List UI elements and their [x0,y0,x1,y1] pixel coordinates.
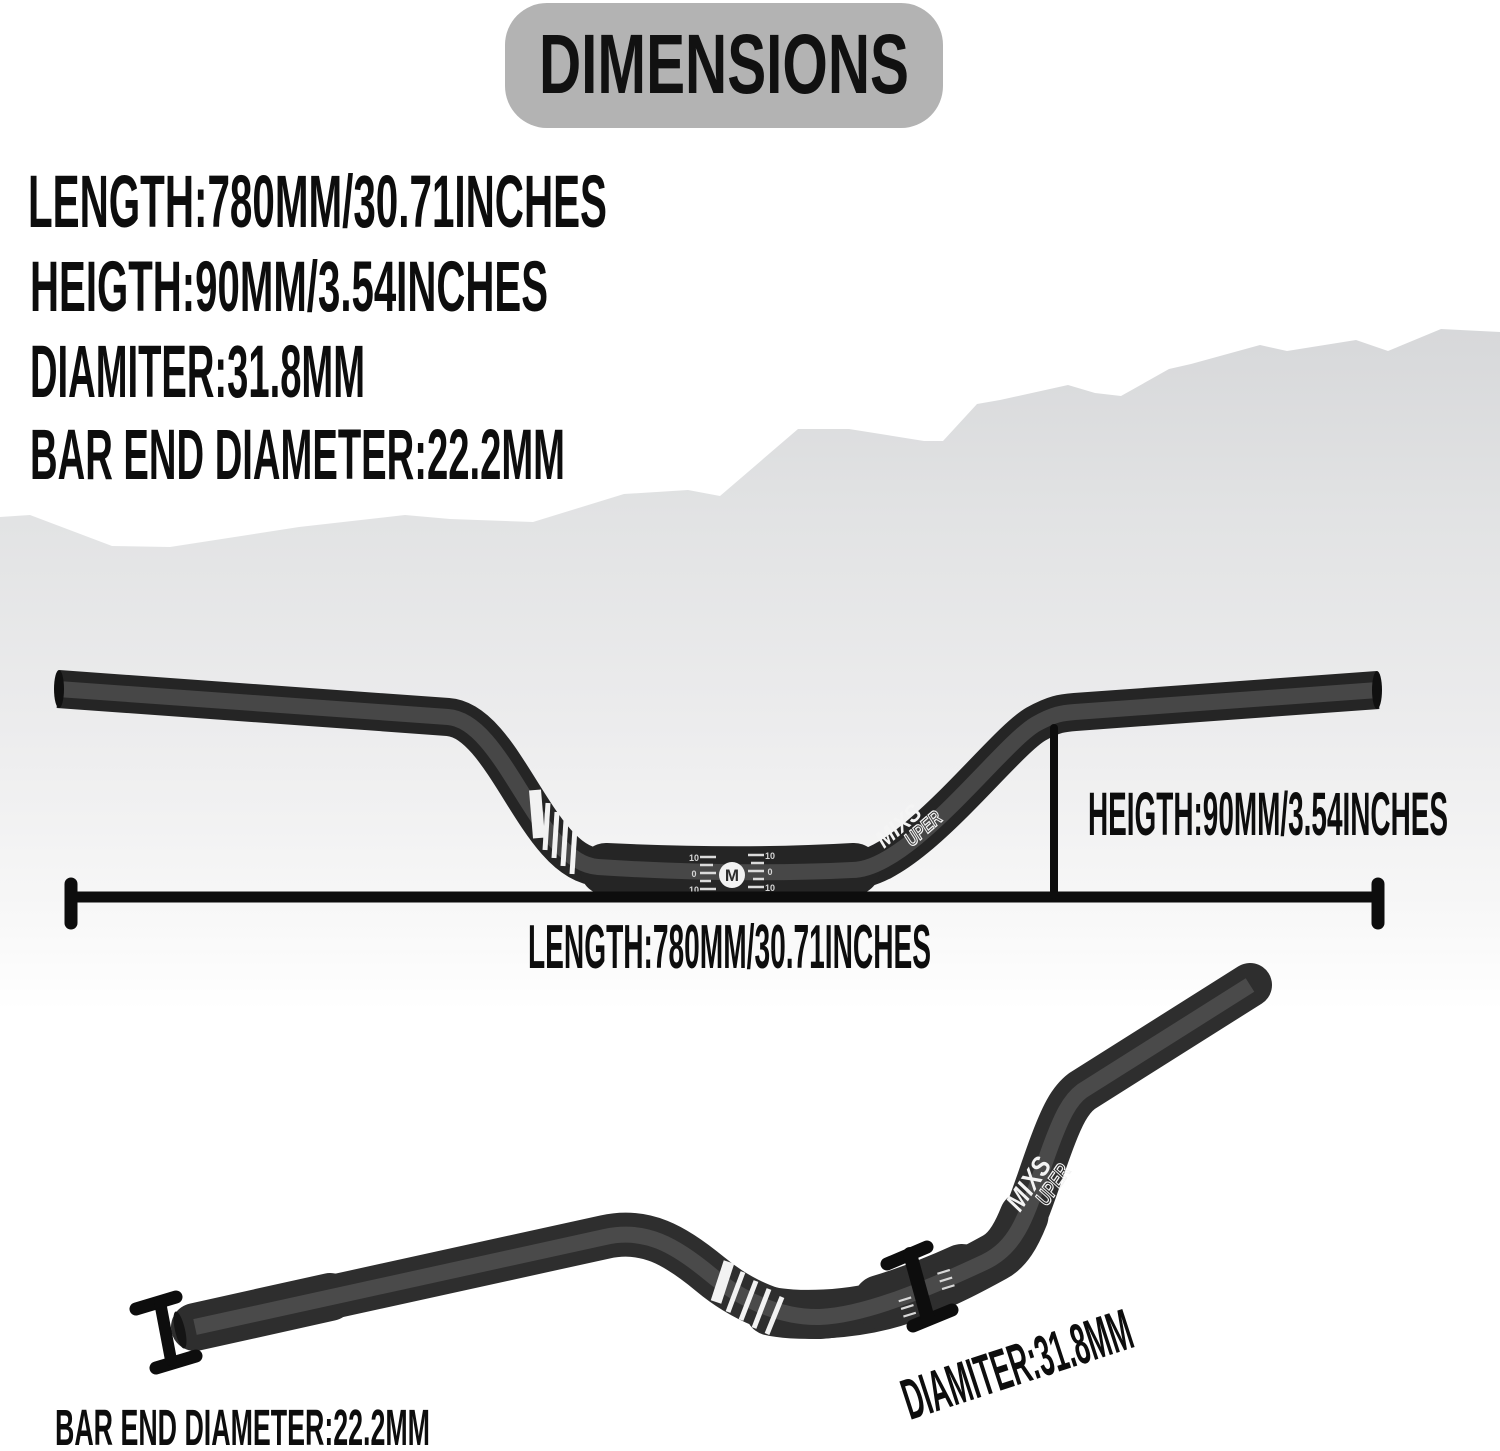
svg-text:DIMENSIONS: DIMENSIONS [539,17,909,111]
svg-text:BAR END DIAMETER:22.2MM: BAR END DIAMETER:22.2MM [30,416,565,495]
svg-text:0: 0 [691,869,696,879]
svg-text:LENGTH:780MM/30.71INCHES: LENGTH:780MM/30.71INCHES [28,160,607,243]
svg-text:10: 10 [689,885,699,895]
svg-text:10: 10 [689,853,699,863]
svg-text:10: 10 [765,851,775,861]
svg-text:10: 10 [765,883,775,893]
svg-text:LENGTH:780MM/30.71INCHES: LENGTH:780MM/30.71INCHES [528,913,931,982]
svg-text:HEIGTH:90MM/3.54INCHES: HEIGTH:90MM/3.54INCHES [30,248,548,327]
svg-text:0: 0 [767,867,772,877]
svg-text:HEIGTH:90MM/3.54INCHES: HEIGTH:90MM/3.54INCHES [1088,780,1448,848]
svg-text:M: M [725,866,739,885]
svg-text:BAR END DIAMETER:22.2MM: BAR END DIAMETER:22.2MM [55,1399,430,1451]
svg-text:DIAMITER:31.8MM: DIAMITER:31.8MM [30,330,365,413]
